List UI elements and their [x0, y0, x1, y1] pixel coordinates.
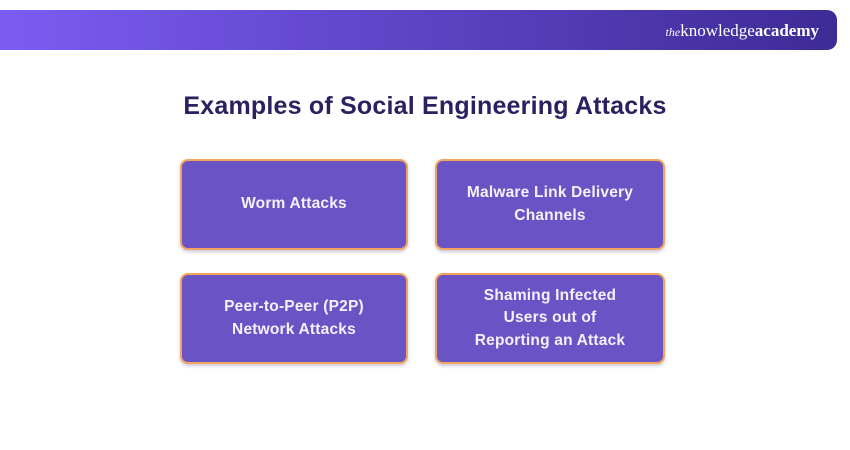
card-label: Peer-to-Peer (P2P) Network Attacks — [224, 298, 364, 338]
brand-logo-academy: academy — [754, 20, 819, 40]
card-label: Malware Link Delivery Channels — [466, 184, 634, 224]
card-peer-to-peer-network-attacks: Peer-to-Peer (P2P) Network Attacks — [180, 273, 408, 364]
card-shaming-infected-users: Shaming Infected Users out of Reporting … — [435, 273, 665, 364]
card-label: Worm Attacks — [241, 195, 347, 213]
brand-logo-knowledge: knowledge — [680, 20, 755, 40]
card-label: Shaming Infected Users out of Reporting … — [474, 286, 626, 349]
brand-logo: theknowledgeacademy — [666, 22, 819, 39]
card-worm-attacks: Worm Attacks — [180, 159, 408, 250]
cards-grid: Worm Attacks Malware Link Delivery Chann… — [180, 159, 665, 364]
header-banner: theknowledgeacademy — [0, 10, 837, 50]
page-title: Examples of Social Engineering Attacks — [183, 92, 667, 120]
brand-logo-the: the — [665, 24, 681, 39]
card-malware-link-delivery-channels: Malware Link Delivery Channels — [435, 159, 665, 250]
